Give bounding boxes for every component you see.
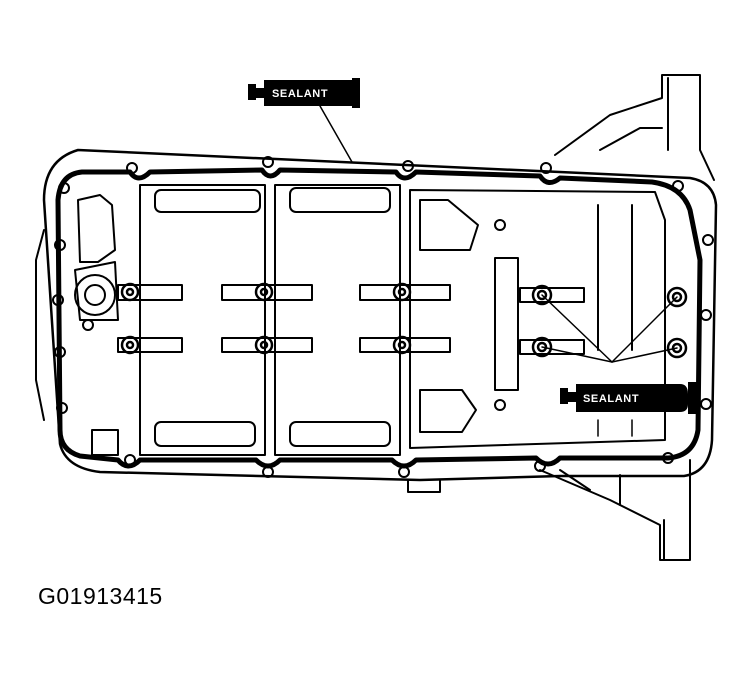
sealant-label-top: SEALANT (272, 88, 328, 100)
pan-lower-lip (407, 479, 441, 493)
figure-id: G01913415 (38, 583, 163, 609)
drain-boss (74, 261, 119, 456)
bearing-cap-bars (117, 284, 585, 355)
pan-flange-outer (42, 148, 718, 482)
pan-left-edge (35, 229, 45, 421)
sealant-callout-top: SEALANT (248, 78, 360, 108)
baffle-chambers (139, 184, 666, 456)
main-bearing-bolts (120, 282, 688, 359)
pan-body (77, 194, 116, 263)
bell-housing (539, 74, 715, 561)
flange-bolt-holes (52, 156, 714, 478)
sealant-leader-lines (319, 105, 678, 437)
gasket-bead (55, 167, 703, 469)
sealant-callout-right: SEALANT (560, 382, 698, 414)
sealant-label-right: SEALANT (583, 393, 639, 405)
